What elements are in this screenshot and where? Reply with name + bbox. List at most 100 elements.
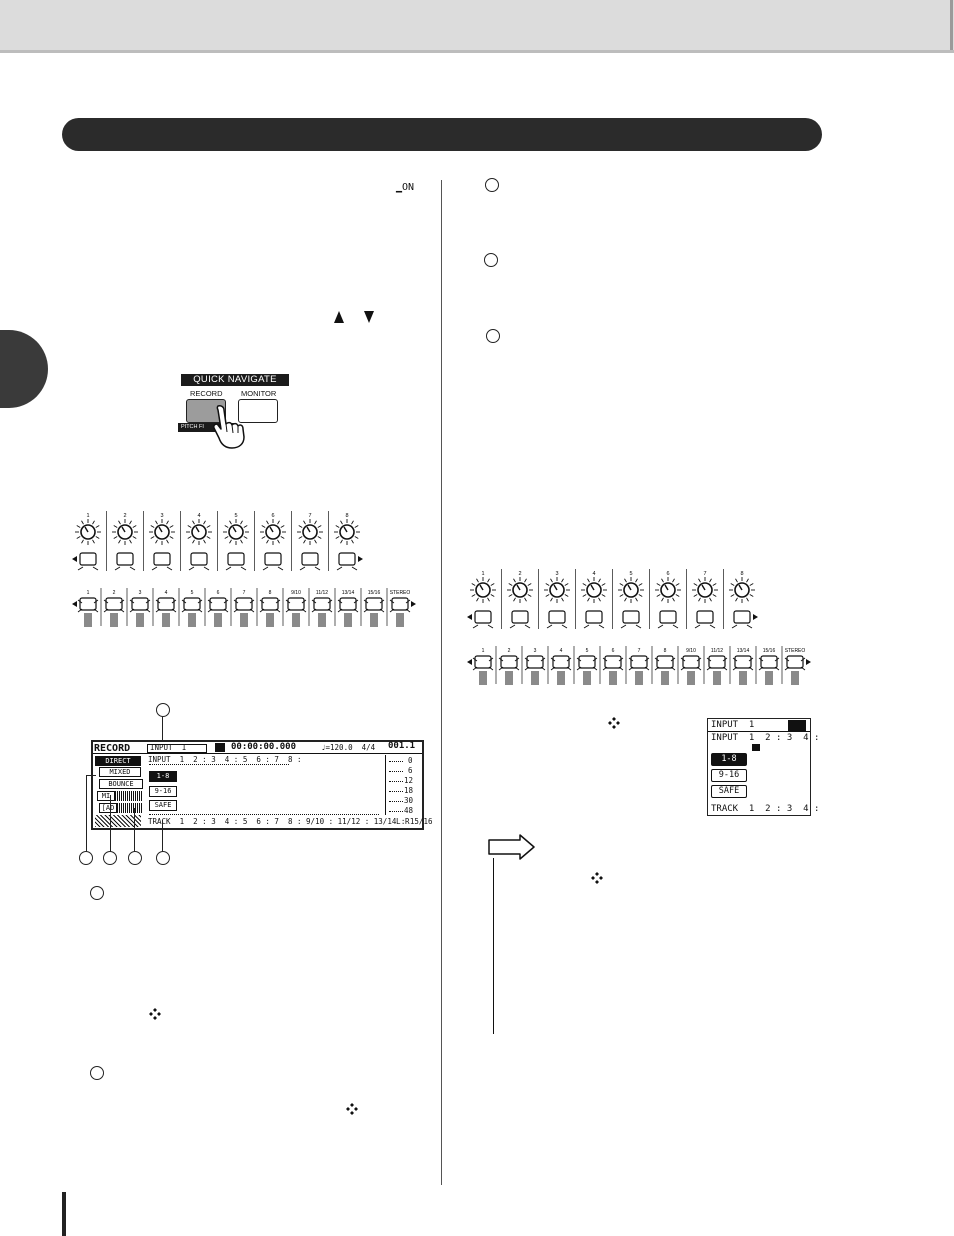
fader-knob[interactable] bbox=[583, 671, 591, 685]
fader-knob[interactable] bbox=[635, 671, 643, 685]
track-select-button[interactable] bbox=[209, 597, 227, 611]
channel-rec-button[interactable] bbox=[696, 610, 714, 624]
lcd-callout-4 bbox=[156, 851, 170, 865]
fader-knob[interactable] bbox=[765, 671, 773, 685]
track-select-button[interactable] bbox=[682, 655, 700, 669]
channel-rec-button[interactable] bbox=[153, 552, 171, 566]
lcd-callout-3-leader bbox=[134, 808, 135, 852]
channel-rec-button[interactable] bbox=[585, 610, 603, 624]
lcd-callout-top-leader bbox=[162, 717, 163, 741]
lcd-tab-mixdown[interactable]: MI bbox=[97, 791, 115, 801]
button-flash-mark bbox=[654, 657, 676, 671]
track-select-button[interactable] bbox=[235, 597, 253, 611]
lcd-tab-pad[interactable]: [AD bbox=[99, 803, 117, 813]
channel-rec-button[interactable] bbox=[548, 610, 566, 624]
track-select-button[interactable] bbox=[391, 597, 409, 611]
channel-rec-button[interactable] bbox=[301, 552, 319, 566]
track-select-button[interactable] bbox=[261, 597, 279, 611]
fader-knob[interactable] bbox=[240, 613, 248, 627]
channel-rec-button[interactable] bbox=[511, 610, 529, 624]
track-select-button[interactable] bbox=[578, 655, 596, 669]
fader-knob[interactable] bbox=[479, 671, 487, 685]
fader-knob[interactable] bbox=[739, 671, 747, 685]
fader-knob[interactable] bbox=[396, 613, 404, 627]
fader-knob[interactable] bbox=[292, 613, 300, 627]
channel-rec-button[interactable] bbox=[227, 552, 245, 566]
knob-light-ray bbox=[240, 520, 243, 525]
fader-knob[interactable] bbox=[318, 613, 326, 627]
channel-rec-button[interactable] bbox=[264, 552, 282, 566]
button-flash-mark bbox=[583, 624, 605, 629]
button-flash-mark bbox=[299, 566, 321, 571]
fader-knob[interactable] bbox=[370, 613, 378, 627]
channel-rec-button[interactable] bbox=[733, 610, 751, 624]
channel-rec-button[interactable] bbox=[338, 552, 356, 566]
track-select-button[interactable] bbox=[79, 597, 97, 611]
fader-label: 3 bbox=[139, 590, 142, 596]
channel-rec-button[interactable] bbox=[659, 610, 677, 624]
lcd-meter-30: 30 bbox=[404, 796, 414, 805]
track-select-button[interactable] bbox=[313, 597, 331, 611]
channel-rec-button[interactable] bbox=[79, 552, 97, 566]
lcd-small-group-9-16[interactable]: 9-16 bbox=[711, 769, 747, 782]
lcd-small-group-safe[interactable]: SAFE bbox=[711, 785, 747, 798]
fader-knob[interactable] bbox=[505, 671, 513, 685]
fader-knob[interactable] bbox=[344, 613, 352, 627]
button-flash-mark bbox=[103, 599, 125, 613]
fader-knob[interactable] bbox=[162, 613, 170, 627]
track-select-button[interactable] bbox=[183, 597, 201, 611]
track-select-button[interactable] bbox=[365, 597, 383, 611]
button-flash-mark bbox=[181, 599, 203, 613]
knob-light-ray bbox=[224, 536, 229, 539]
lcd-tab-direct[interactable]: DIRECT bbox=[95, 756, 141, 766]
channel-rec-button[interactable] bbox=[116, 552, 134, 566]
fader-knob[interactable] bbox=[791, 671, 799, 685]
button-flash-mark bbox=[472, 624, 494, 629]
track-select-button[interactable] bbox=[760, 655, 778, 669]
fader-knob[interactable] bbox=[188, 613, 196, 627]
fader-knob[interactable] bbox=[661, 671, 669, 685]
track-select-button[interactable] bbox=[708, 655, 726, 669]
track-select-button[interactable] bbox=[656, 655, 674, 669]
button-flash-mark bbox=[114, 566, 136, 571]
fader-knob[interactable] bbox=[687, 671, 695, 685]
fader-knob[interactable] bbox=[84, 613, 92, 627]
knob-light-ray bbox=[709, 578, 712, 583]
track-select-button[interactable] bbox=[105, 597, 123, 611]
lcd-group-safe[interactable]: SAFE bbox=[149, 800, 177, 811]
channel-rec-button[interactable] bbox=[474, 610, 492, 624]
fader-knob[interactable] bbox=[136, 613, 144, 627]
channel-rec-button[interactable] bbox=[622, 610, 640, 624]
lcd-group-1-8[interactable]: 1-8 bbox=[149, 771, 177, 782]
fader-label: 5 bbox=[191, 590, 194, 596]
fader-knob[interactable] bbox=[214, 613, 222, 627]
track-select-button[interactable] bbox=[474, 655, 492, 669]
fader-knob[interactable] bbox=[609, 671, 617, 685]
lcd-group-9-16[interactable]: 9-16 bbox=[149, 786, 177, 797]
fader-knob[interactable] bbox=[110, 613, 118, 627]
fader-knob[interactable] bbox=[266, 613, 274, 627]
track-select-button[interactable] bbox=[157, 597, 175, 611]
knob-light-ray bbox=[303, 520, 306, 525]
fader-knob[interactable] bbox=[531, 671, 539, 685]
track-select-button[interactable] bbox=[131, 597, 149, 611]
track-select-button[interactable] bbox=[526, 655, 544, 669]
knob-light-ray bbox=[129, 539, 132, 544]
track-select-button[interactable] bbox=[630, 655, 648, 669]
track-select-button[interactable] bbox=[552, 655, 570, 669]
track-select-button[interactable] bbox=[604, 655, 622, 669]
track-select-button[interactable] bbox=[734, 655, 752, 669]
track-select-button[interactable] bbox=[500, 655, 518, 669]
fader-knob[interactable] bbox=[713, 671, 721, 685]
track-select-button[interactable] bbox=[287, 597, 305, 611]
lcd-small-group-1-8[interactable]: 1-8 bbox=[711, 753, 747, 766]
monitor-button[interactable] bbox=[238, 399, 278, 423]
fader-knob[interactable] bbox=[557, 671, 565, 685]
lcd-tab-bounce[interactable]: BOUNCE bbox=[99, 779, 143, 789]
knob-light-ray bbox=[206, 536, 211, 539]
lcd-tab-mixed[interactable]: MIXED bbox=[99, 767, 141, 777]
track-select-button[interactable] bbox=[339, 597, 357, 611]
track-select-button[interactable] bbox=[786, 655, 804, 669]
fader-label: 11/12 bbox=[711, 648, 723, 654]
channel-rec-button[interactable] bbox=[190, 552, 208, 566]
